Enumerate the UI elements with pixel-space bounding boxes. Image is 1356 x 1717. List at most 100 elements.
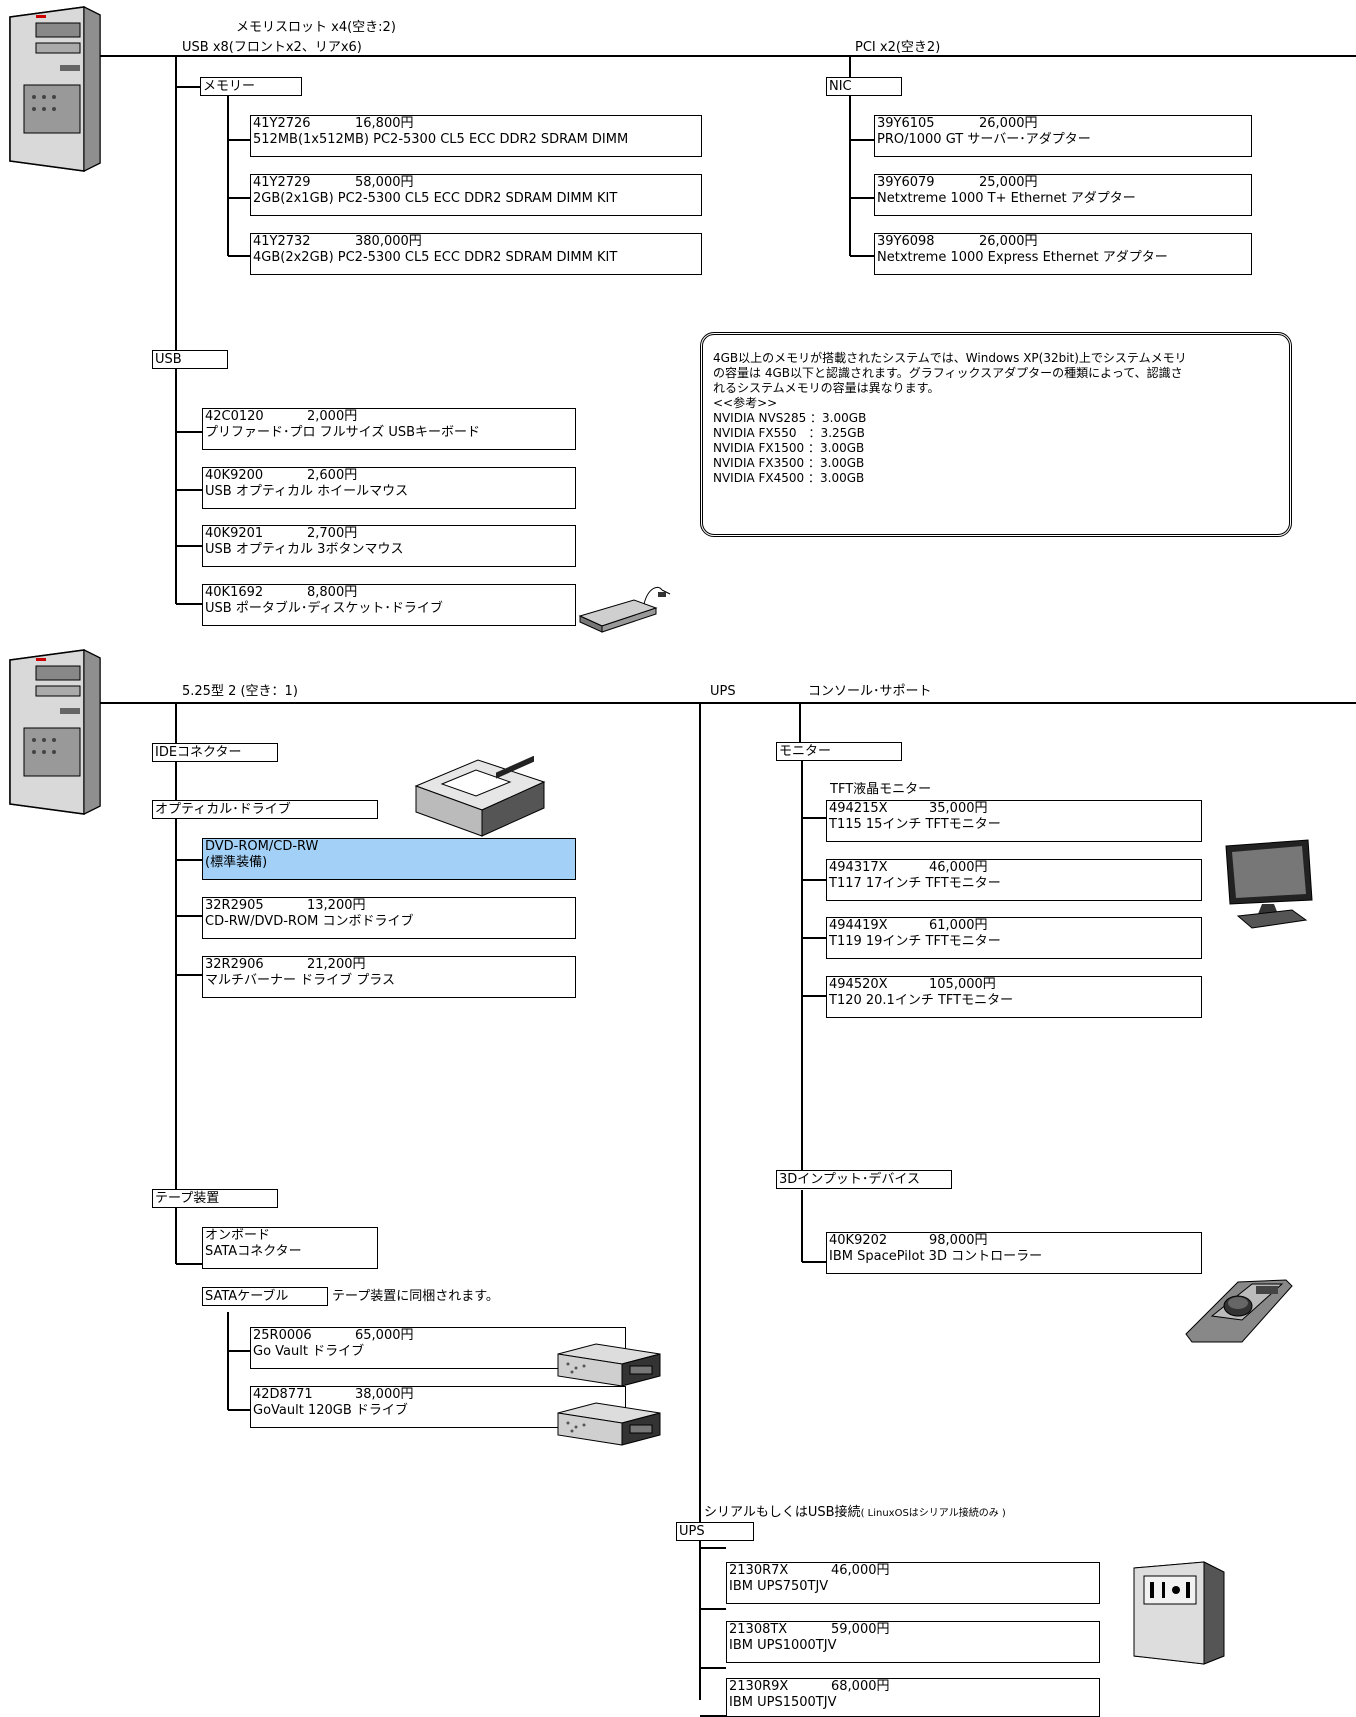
note-line: NVIDIA FX550 ：3.25GB xyxy=(713,426,865,440)
part-number: 494520X xyxy=(829,977,888,992)
part-number: 40K1692 xyxy=(205,585,264,600)
price: 2,600円 xyxy=(307,468,358,483)
price: 61,000円 xyxy=(929,918,988,933)
tft-monitor-label: TFT液晶モニター xyxy=(830,782,932,797)
tape-drive-icon xyxy=(557,1402,661,1446)
category-nic[interactable]: NIC xyxy=(826,77,902,96)
part-number: 494317X xyxy=(829,860,888,875)
note-line: <<参考>> xyxy=(713,396,778,410)
part-number: 39Y6098 xyxy=(877,234,935,249)
description: Netxtreme 1000 Express Ethernet アダプター xyxy=(877,250,1168,265)
memory-note-box: 4GB以上のメモリが搭載されたシステムでは、Windows XP(32bit)上… xyxy=(700,332,1292,537)
description: T117 17インチ TFTモニター xyxy=(829,876,1001,891)
tower-pc-icon xyxy=(9,649,101,815)
price: 105,000円 xyxy=(929,977,996,992)
price: 65,000円 xyxy=(355,1328,414,1343)
description: T115 15インチ TFTモニター xyxy=(829,817,1001,832)
usb-item[interactable]: 42C0120 2,000円 プリファード･プロ フルサイズ USBキーボード xyxy=(202,408,576,450)
category-ups[interactable]: UPS xyxy=(676,1522,754,1541)
price: 25,000円 xyxy=(979,175,1038,190)
3d-controller-icon xyxy=(1185,1279,1293,1343)
description: GoVault 120GB ドライブ xyxy=(253,1403,408,1418)
description: USB オプティカル 3ボタンマウス xyxy=(205,542,404,557)
category-tape-device[interactable]: テープ装置 xyxy=(152,1189,278,1208)
note-line: NVIDIA FX3500 ：3.00GB xyxy=(713,456,865,470)
part-number: 494215X xyxy=(829,801,888,816)
memory-slot-label: メモリスロット x4(空き:2) xyxy=(236,20,396,35)
part-number: 42C0120 xyxy=(205,409,264,424)
note-line: NVIDIA FX4500 ：3.00GB xyxy=(713,471,865,485)
price: 46,000円 xyxy=(831,1563,890,1578)
description: 4GB(2x2GB) PC2-5300 CL5 ECC DDR2 SDRAM D… xyxy=(253,250,618,265)
monitor-item[interactable]: 494520X 105,000円 T120 20.1インチ TFTモニター xyxy=(826,976,1202,1018)
ups-unit-icon xyxy=(1133,1561,1225,1665)
price: 21,200円 xyxy=(307,957,366,972)
category-ide-connector[interactable]: IDEコネクター xyxy=(152,743,278,762)
description: IBM UPS750TJV xyxy=(729,1579,829,1594)
price: 35,000円 xyxy=(929,801,988,816)
category-memory[interactable]: メモリー xyxy=(200,77,302,96)
optical-item-selected[interactable]: DVD-ROM/CD-RW (標準装備) xyxy=(202,838,576,880)
note-line: 4GB以上のメモリが搭載されたシステムでは、Windows XP(32bit)上… xyxy=(713,351,1187,365)
price: 26,000円 xyxy=(979,116,1038,131)
description: IBM SpacePilot 3D コントローラー xyxy=(829,1249,1043,1264)
price: 13,200円 xyxy=(307,898,366,913)
part-number: 21308TX xyxy=(729,1622,788,1637)
part-number: DVD-ROM/CD-RW xyxy=(205,839,319,854)
sata-cable[interactable]: SATAケーブル xyxy=(202,1287,328,1306)
category-usb[interactable]: USB xyxy=(152,350,228,369)
part-number: 41Y2729 xyxy=(253,175,311,190)
price: 8,800円 xyxy=(307,585,358,600)
description: T120 20.1インチ TFTモニター xyxy=(829,993,1014,1008)
console-support-label: コンソール･サポート xyxy=(808,684,932,699)
optical-drive-icon xyxy=(414,756,546,837)
description: IBM UPS1500TJV xyxy=(729,1695,837,1710)
connection-note-main: シリアルもしくはUSB接続 xyxy=(704,1505,861,1520)
memory-item[interactable]: 41Y2726 16,800円 512MB(1x512MB) PC2-5300 C… xyxy=(250,115,702,157)
ups-label: UPS xyxy=(710,684,736,699)
description: マルチバーナー ドライブ プラス xyxy=(205,973,396,988)
price: 16,800円 xyxy=(355,116,414,131)
category-3d-input-device[interactable]: 3Dインプット･デバイス xyxy=(776,1170,952,1189)
drive-bay-label: 5.25型 2 (空き：1) xyxy=(182,684,298,699)
description: 512MB(1x512MB) PC2-5300 CL5 ECC DDR2 SDR… xyxy=(253,132,629,147)
onboard-sata-connector[interactable]: オンボード SATAコネクター xyxy=(202,1227,378,1269)
sata-cable-note: テープ装置に同梱されます。 xyxy=(332,1289,499,1304)
part-number: 40K9202 xyxy=(829,1233,888,1248)
description: PRO/1000 GT サーバー･アダプター xyxy=(877,132,1091,147)
part-number: 2130R9X xyxy=(729,1679,789,1694)
usb-item[interactable]: 40K9201 2,700円 USB オプティカル 3ボタンマウス xyxy=(202,525,576,567)
usb-port-label: USB x8(フロントx2、リアx6) xyxy=(182,40,362,55)
description: (標準装備) xyxy=(205,855,268,870)
category-optical-drive[interactable]: オプティカル･ドライブ xyxy=(152,800,378,819)
description: プリファード･プロ フルサイズ USBキーボード xyxy=(205,425,481,440)
price: 2,000円 xyxy=(307,409,358,424)
part-number: 41Y2726 xyxy=(253,116,311,131)
monitor-item[interactable]: 494215X 35,000円 T115 15インチ TFTモニター xyxy=(826,800,1202,842)
part-number: 40K9201 xyxy=(205,526,264,541)
description: 2GB(2x1GB) PC2-5300 CL5 ECC DDR2 SDRAM D… xyxy=(253,191,618,206)
floppy-drive-icon xyxy=(578,586,671,633)
category-monitor[interactable]: モニター xyxy=(776,742,902,761)
part-number: 32R2905 xyxy=(205,898,264,913)
tower-pc-icon xyxy=(9,6,101,172)
price: 46,000円 xyxy=(929,860,988,875)
monitor-item[interactable]: 494317X 46,000円 T117 17インチ TFTモニター xyxy=(826,859,1202,901)
price: 2,700円 xyxy=(307,526,358,541)
onboard-line1: オンボード xyxy=(205,1228,271,1243)
